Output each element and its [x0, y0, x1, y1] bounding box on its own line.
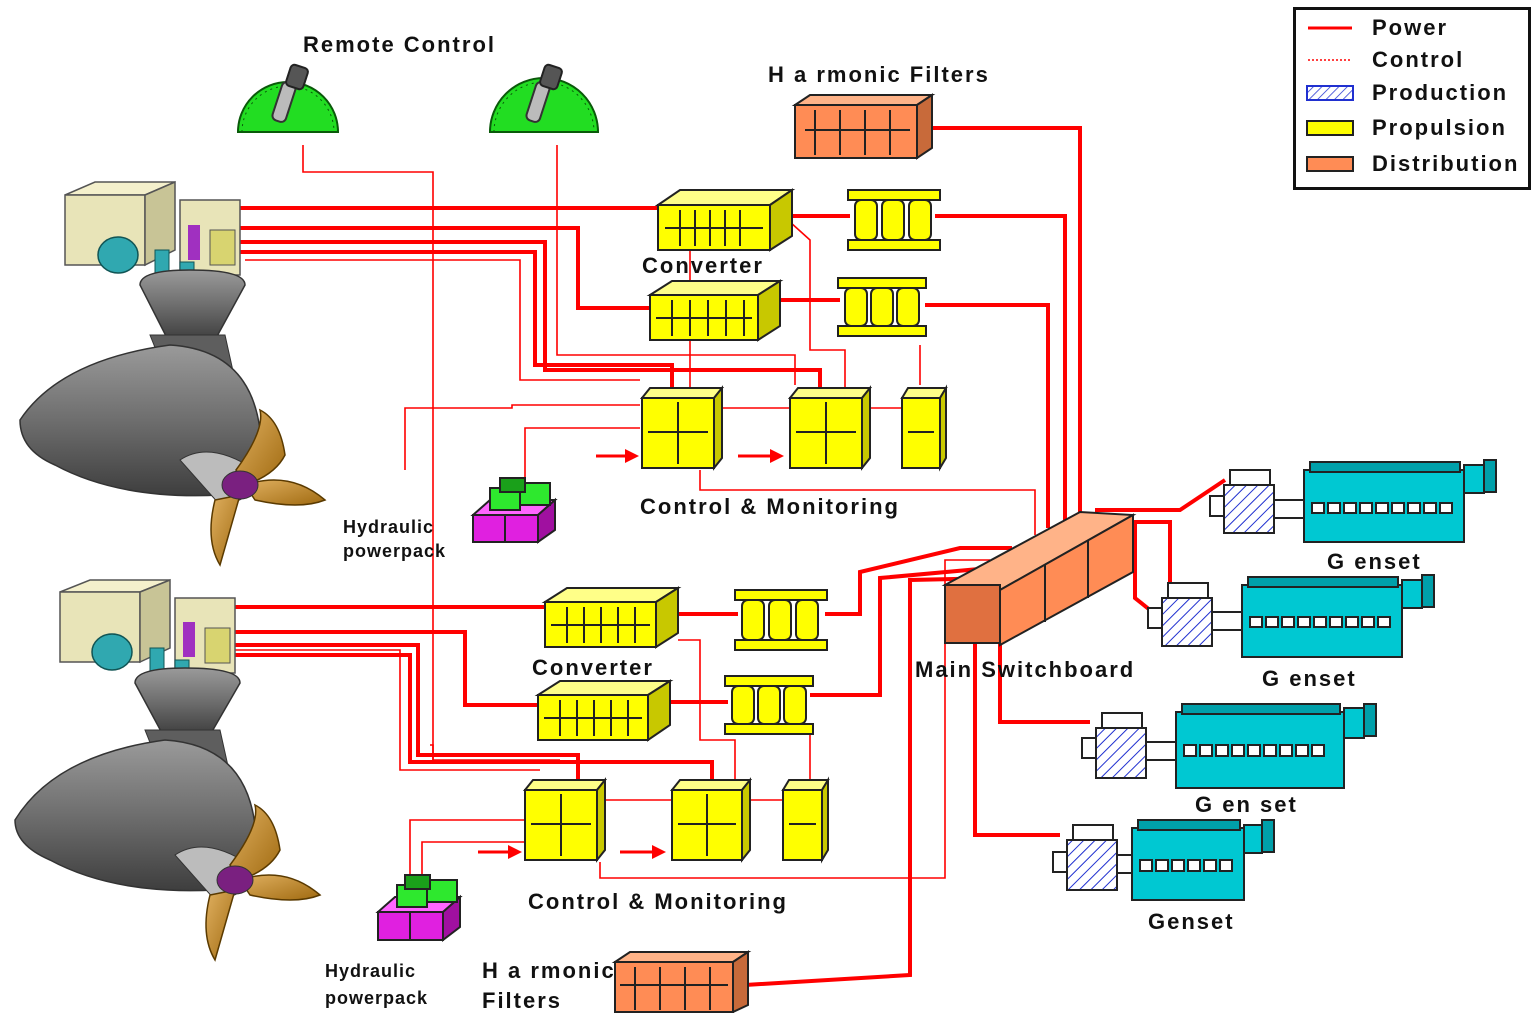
propulsion-swatch: [1306, 120, 1354, 136]
transformer-4: [725, 676, 813, 734]
genset-3-label: G en set: [1195, 792, 1298, 818]
control-cabinets-upper: [642, 388, 946, 468]
control-lines: [228, 145, 1035, 880]
converter-3: [545, 588, 678, 647]
converter-2: [650, 281, 780, 340]
hydraulic-powerpack-1-label: Hydraulic powerpack: [343, 515, 446, 563]
converter-1-label: Converter: [642, 253, 764, 279]
legend-label: Power: [1372, 13, 1448, 43]
control-monitoring-1-label: Control & Monitoring: [640, 494, 900, 520]
legend-item-control: Control: [1296, 45, 1528, 75]
legend-item-power: Power: [1296, 13, 1528, 43]
converter-2-label: Converter: [532, 655, 654, 681]
genset-3: [1082, 704, 1376, 788]
main-switchboard-label: Main Switchboard: [915, 657, 1135, 683]
genset-2: [1148, 575, 1434, 657]
production-swatch: [1306, 85, 1354, 101]
control-line-swatch: [1306, 52, 1354, 68]
distribution-swatch: [1306, 156, 1354, 172]
control-cabinets-lower: [525, 780, 828, 860]
remote-control-left: [238, 64, 338, 132]
genset-4-label: Genset: [1148, 909, 1235, 935]
harmonic-filters-bottom-label: H a rmonic Filters: [482, 956, 616, 1016]
transformer-1: [848, 190, 940, 250]
genset-2-label: G enset: [1262, 666, 1357, 692]
legend-label: Distribution: [1372, 149, 1519, 179]
genset-1-label: G enset: [1327, 549, 1422, 575]
legend-label: Propulsion: [1372, 113, 1507, 143]
legend-item-production: Production: [1296, 78, 1528, 108]
legend-item-distribution: Distribution: [1296, 149, 1528, 179]
transformer-2: [838, 278, 926, 336]
converter-4: [538, 681, 670, 740]
legend-label: Production: [1372, 78, 1508, 108]
transformer-3: [735, 590, 827, 650]
hydraulic-powerpack-2: [378, 875, 460, 940]
control-monitoring-2-label: Control & Monitoring: [528, 889, 788, 915]
propulsion-pod-upper: [20, 182, 325, 565]
propulsion-pod-lower: [15, 580, 320, 960]
hydraulic-powerpack-1: [473, 478, 555, 542]
remote-control-right: [490, 64, 598, 132]
converter-1: [658, 190, 792, 250]
hydraulic-powerpack-2-label: Hydraulic powerpack: [325, 958, 428, 1012]
remote-control-label: Remote Control: [303, 32, 496, 58]
legend: Power Control Production Propulsion Dist…: [1293, 7, 1531, 190]
genset-4: [1053, 820, 1274, 900]
genset-1: [1210, 460, 1496, 542]
harmonic-filters-top: [795, 95, 932, 158]
legend-item-propulsion: Propulsion: [1296, 113, 1528, 143]
harmonic-filters-top-label: H a rmonic Filters: [768, 62, 990, 88]
legend-label: Control: [1372, 45, 1464, 75]
power-line-swatch: [1306, 20, 1354, 36]
main-switchboard: [945, 512, 1133, 645]
harmonic-filters-bottom: [615, 952, 748, 1012]
